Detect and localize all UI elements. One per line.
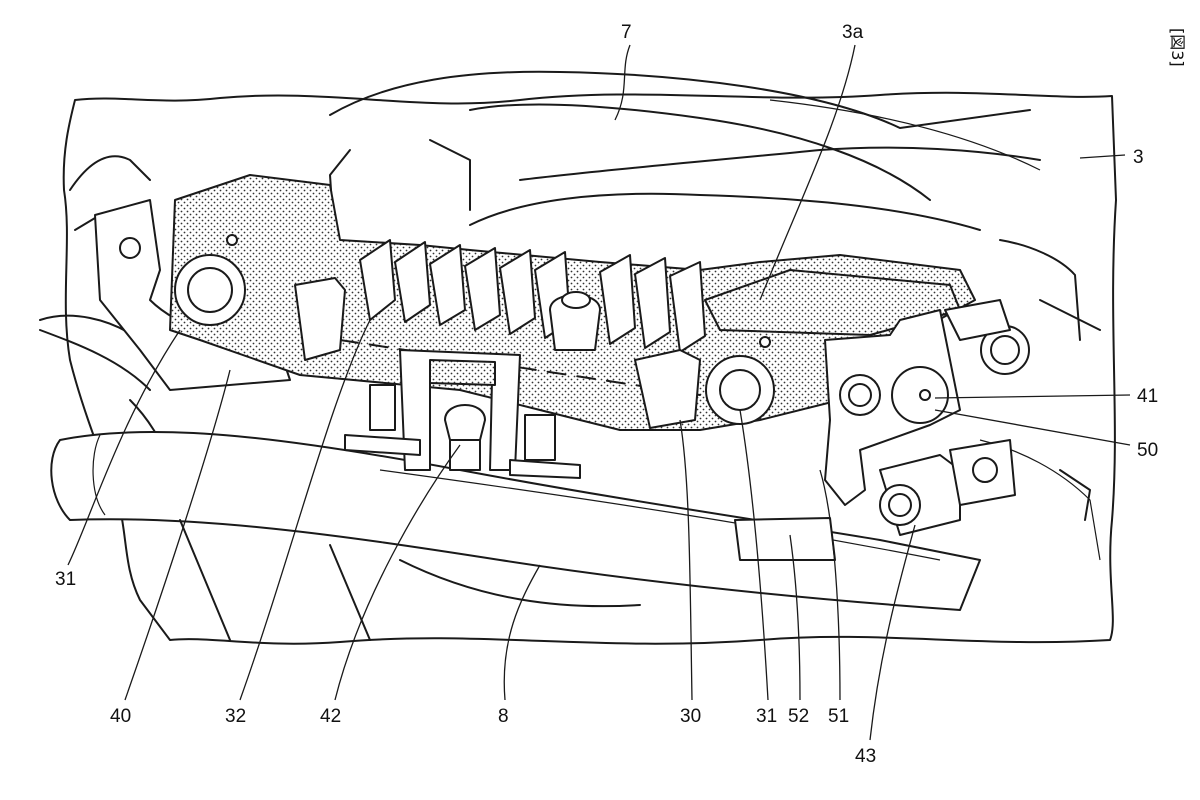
label-3: 3 <box>1133 147 1144 168</box>
part-3-body <box>980 240 1100 560</box>
label-3a: 3a <box>842 22 864 43</box>
label-31-right: 31 <box>756 706 777 727</box>
label-42: 42 <box>320 706 341 727</box>
label-30: 30 <box>680 706 701 727</box>
left-bracket-hole <box>120 238 140 258</box>
label-51: 51 <box>828 706 849 727</box>
label-31-left: 31 <box>55 569 76 590</box>
label-43: 43 <box>855 746 876 767</box>
part-43-bolt <box>880 440 1015 535</box>
label-40: 40 <box>110 706 131 727</box>
part-41-washer <box>892 367 948 423</box>
label-32: 32 <box>225 706 246 727</box>
figure-tag: [図3] <box>1168 28 1187 67</box>
part-7-frame <box>330 72 1040 250</box>
label-7: 7 <box>621 22 632 43</box>
label-52: 52 <box>788 706 809 727</box>
part-52-rail <box>735 518 835 560</box>
label-50: 50 <box>1137 440 1158 461</box>
label-8: 8 <box>498 706 509 727</box>
label-41: 41 <box>1137 386 1158 407</box>
